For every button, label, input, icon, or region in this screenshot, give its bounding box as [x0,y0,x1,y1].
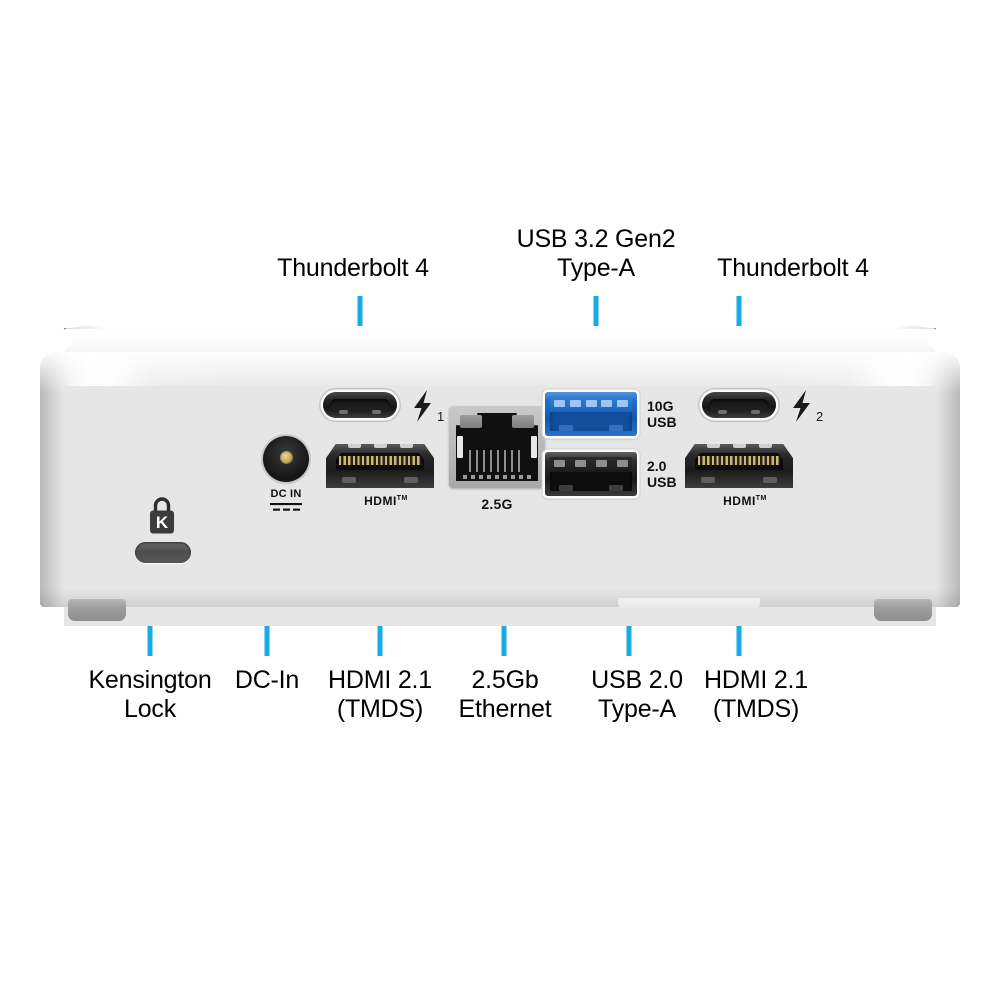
port-thunderbolt-4-left[interactable]: 1 [323,388,463,428]
port-usb-2-0-type-a[interactable]: 2.0 USB [545,452,725,502]
usb-a-foot-blue-b [609,425,623,431]
thunderbolt-index-left: 1 [437,409,444,424]
usb-a-connector-blue[interactable] [545,392,637,436]
port-ethernet-rj45[interactable]: 2.5G [432,406,562,516]
hdmi-nub-right-a [707,444,720,448]
hdmi-connector-right[interactable] [682,441,796,491]
kensington-k-glyph: K [156,513,169,532]
thunderbolt-icon-left: 1 [414,390,444,424]
usb-c-tab-left-b [372,410,381,414]
hdmi-pins-left [339,456,421,465]
usb-c-cavity-right [709,399,769,412]
rj45-pins [469,450,525,472]
callout-label-hdmi-left: HDMI 2.1 (TMDS) [328,666,432,723]
rj45-side-left [457,436,463,458]
hdmi-nub-right-c [759,444,772,448]
hdmi-nub-left-b [374,444,387,448]
port-hdmi-right[interactable]: HDMITM [671,441,819,514]
usb-c-cavity-left [330,399,390,412]
rj45-side-right [531,436,537,458]
hdmi-tm-right: TM [755,495,767,502]
usb-2-0-speed-marking: 2.0 USB [647,458,677,490]
chassis-foot-right [874,599,932,621]
mini-pc-chassis: K DC IN 1 [40,326,960,626]
usb-2-0-speed-line1: 2.0 [647,458,667,474]
chassis-bevel-left [64,328,90,352]
usb-a-tongue-black [550,457,632,472]
hdmi-nub-left-c [400,444,413,448]
usb-2-0-speed-line2: USB [647,474,677,490]
usb-c-connector-right[interactable] [702,392,776,418]
port-thunderbolt-4-right[interactable]: 2 [702,388,842,428]
port-kensington-lock[interactable]: K [118,494,268,564]
usb-3-2-speed-marking: 10G USB [647,398,677,430]
callout-label-ethernet: 2.5Gb Ethernet [458,666,552,723]
rj45-connector[interactable] [449,406,545,488]
padlock-icon: K [150,497,174,534]
usb-a-contacts-black [554,460,628,467]
callout-label-usb20: USB 2.0 Type-A [591,666,683,723]
chassis-top-face [62,326,938,354]
usb-a-foot-black-b [609,485,623,491]
thunderbolt-icon-right: 2 [793,390,823,424]
callout-label-hdmi-right: HDMI 2.1 (TMDS) [704,666,808,723]
usb-a-contacts-blue [554,400,628,407]
chassis-bottom-tab [618,598,760,612]
usb-c-tab-left-a [339,410,348,414]
rj45-tab-pad-left [460,415,482,428]
chassis-front-face [40,352,960,626]
dc-power-symbol-icon [270,503,302,511]
usb-c-tab-right-b [751,410,760,414]
rj45-tab-pad-right [512,415,534,428]
usb-c-tab-right-a [718,410,727,414]
hdmi-connector-left[interactable] [323,441,437,491]
hdmi-nub-left-a [348,444,361,448]
ethernet-speed-marking: 2.5G [481,496,513,512]
chassis-top-edge [62,326,938,329]
hdmi-slot-left-b [404,477,418,483]
usb-a-foot-blue-a [559,425,573,431]
callout-label-kensington: Kensington Lock [88,666,212,723]
chassis-foot-left [68,599,126,621]
callout-label-thunderbolt-1: Thunderbolt 4 [277,254,429,282]
chassis-bottom-shadow [40,589,960,607]
hdmi-slot-right-b [763,477,777,483]
hdmi-pins-right [698,456,780,465]
port-usb-3-2-gen2-type-a[interactable]: 10G USB [545,392,725,442]
chassis-bevel-right [910,328,936,352]
callout-label-usb32-gen2: USB 3.2 Gen2 Type-A [516,225,676,282]
hdmi-slot-right-a [701,477,715,483]
port-hdmi-left[interactable]: HDMITM [312,441,460,514]
usb-a-foot-black-a [559,485,573,491]
hdmi-tm-left: TM [396,495,408,502]
rj45-bottom-bar [463,475,531,479]
dc-in-marking: DC IN [270,488,302,500]
hdmi-wordmark-right: HDMITM [671,494,819,508]
callout-label-dc-in: DC-In [234,666,300,694]
usb-a-connector-black[interactable] [545,452,637,496]
hdmi-wordmark-left: HDMITM [312,494,460,508]
callout-label-thunderbolt-2: Thunderbolt 4 [717,254,869,282]
usb-c-connector-left[interactable] [323,392,397,418]
usb-3-2-speed-line2: USB [647,414,677,430]
hdmi-nub-right-b [733,444,746,448]
dc-in-barrel-jack[interactable] [263,436,309,482]
usb-3-2-speed-line1: 10G [647,398,674,414]
hdmi-slot-left-a [342,477,356,483]
hdmi-wordmark-left-text: HDMI [364,494,397,508]
kensington-slot[interactable] [135,542,191,563]
thunderbolt-index-right: 2 [816,409,823,424]
port-dc-in[interactable]: DC IN [244,436,328,516]
hdmi-wordmark-right-text: HDMI [723,494,756,508]
